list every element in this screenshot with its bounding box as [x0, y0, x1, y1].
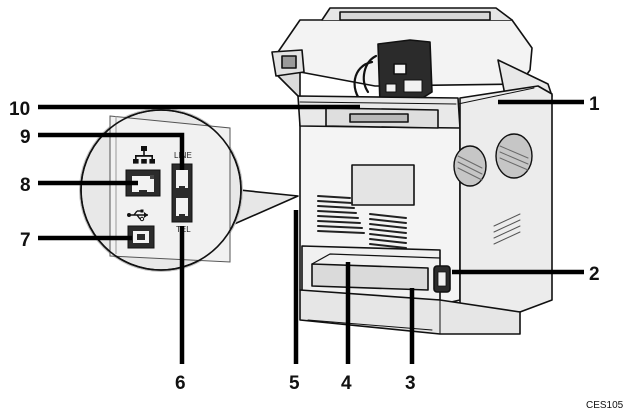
printer-illustration: [271, 7, 553, 335]
telephone-jacks: [171, 163, 193, 223]
callout-2: 2: [589, 264, 600, 285]
callout-7: 7: [20, 230, 31, 251]
callout-9: 9: [20, 127, 31, 148]
callout-3: 3: [405, 373, 416, 394]
callout-4: 4: [341, 373, 352, 394]
callout-leaders: [38, 99, 584, 364]
callout-10: 10: [9, 99, 30, 120]
callout-5: 5: [289, 373, 300, 394]
usb-port: [127, 225, 155, 249]
callout-1: 1: [589, 94, 600, 115]
ethernet-lan-icon: [133, 146, 155, 164]
figure-code: CES105: [586, 400, 624, 411]
side-vent-lower: [495, 133, 533, 179]
callout-numbers: 1 2 3 4 5 6 7 8 9 10: [9, 94, 600, 394]
callout-8: 8: [20, 175, 31, 196]
port-magnifier: LINE TEL: [79, 108, 299, 272]
usb-icon: [127, 209, 148, 222]
side-vent-upper: [453, 145, 487, 187]
leader-9: [38, 132, 185, 170]
printer-right-side: [459, 85, 553, 313]
rear-cover-plate: [351, 164, 415, 206]
rear-vent-grill: [317, 195, 407, 249]
callout-6: 6: [175, 373, 186, 394]
